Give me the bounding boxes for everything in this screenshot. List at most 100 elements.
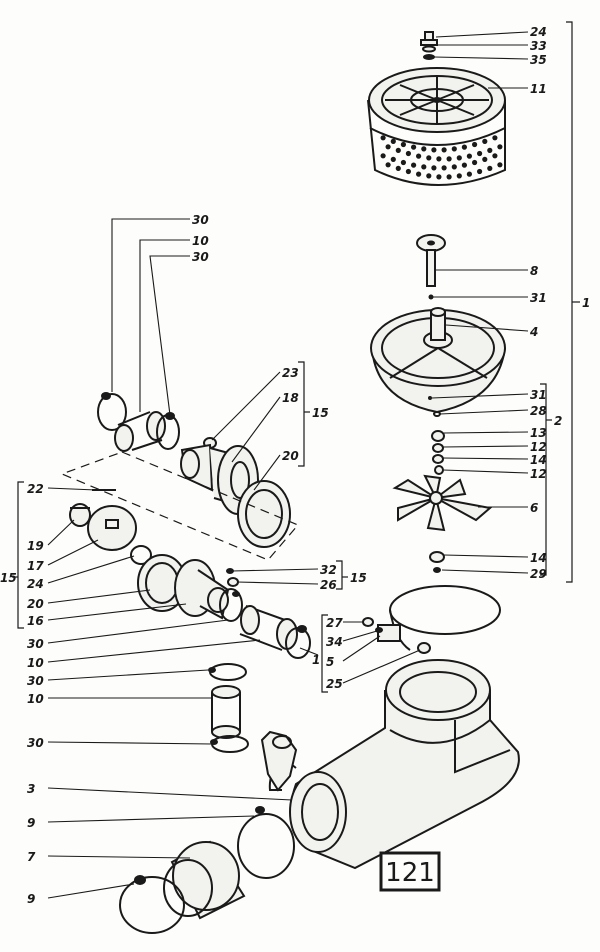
- plate-number-box: 121: [379, 851, 441, 892]
- label-14b: 14: [530, 551, 547, 565]
- perforation-hole: [441, 147, 447, 153]
- cap-bolt: [420, 31, 438, 60]
- perforation-hole: [421, 164, 427, 170]
- perforation-hole: [390, 138, 396, 144]
- perforation-hole: [400, 159, 406, 166]
- callout-labels: 24 33 35 11 8 31 4 31 28 13 12 14 12 6 1…: [0, 25, 590, 906]
- plate-number: 121: [385, 858, 435, 888]
- label-19: 19: [27, 539, 44, 553]
- label-13: 13: [530, 426, 547, 440]
- perforation-hole: [497, 162, 503, 168]
- label-6: 6: [530, 501, 538, 515]
- perforation-hole: [446, 174, 452, 180]
- perforation-hole: [395, 165, 401, 171]
- clamp-9-top: [237, 806, 295, 879]
- label-26: 26: [320, 578, 337, 592]
- group-label-15c: 15: [350, 571, 367, 585]
- perforation-hole: [421, 146, 427, 152]
- group-label-2: 2: [554, 414, 562, 428]
- label-5: 5: [326, 655, 334, 669]
- perforation-hole: [492, 135, 498, 141]
- label-28: 28: [530, 404, 547, 418]
- label-34: 34: [326, 635, 343, 649]
- perforation-hole: [395, 147, 401, 153]
- label-30a: 30: [192, 213, 209, 227]
- group-label-15b: 15: [0, 571, 17, 585]
- label-31b: 31: [530, 388, 547, 402]
- studs-32-26: [226, 568, 239, 587]
- label-12a: 12: [530, 440, 547, 454]
- perforation-hole: [466, 153, 472, 159]
- perforation-hole: [436, 156, 442, 162]
- perforation-hole: [477, 168, 483, 175]
- perforation-hole: [405, 150, 411, 157]
- perforation-hole: [472, 159, 478, 166]
- perforation-hole: [400, 141, 406, 148]
- perforation-hole: [487, 165, 493, 171]
- perforation-hole: [390, 156, 396, 162]
- air-cleaner-body-3: [268, 659, 520, 870]
- perforation-hole: [451, 146, 457, 152]
- label-30e: 30: [27, 736, 44, 750]
- hose-10-vert: [211, 685, 241, 739]
- plate-19: [69, 503, 91, 527]
- label-9b: 9: [27, 892, 35, 906]
- perforation-hole: [416, 153, 422, 159]
- label-23: 23: [282, 366, 299, 380]
- filter-shaft-8: [416, 234, 446, 300]
- perforation-hole: [411, 144, 417, 150]
- label-16: 16: [27, 614, 44, 628]
- perforation-hole: [472, 141, 478, 148]
- label-35: 35: [530, 53, 547, 67]
- perforation-hole: [411, 162, 417, 168]
- label-30b: 30: [192, 250, 209, 264]
- perforation-hole: [456, 173, 462, 179]
- flange-plate-17: [87, 505, 137, 551]
- perforation-hole: [385, 162, 391, 168]
- ring-24: [130, 545, 152, 565]
- perforation-hole: [416, 171, 422, 177]
- clamp-30-right: [285, 625, 311, 659]
- fan-impeller-6: [392, 474, 493, 532]
- exploded-group-outline: [60, 451, 299, 561]
- label-24b: 24: [27, 577, 44, 591]
- label-20b: 20: [27, 597, 44, 611]
- label-9a: 9: [27, 816, 35, 830]
- label-25: 25: [326, 677, 343, 691]
- perforation-hole: [405, 168, 411, 175]
- hose-10-low: [239, 605, 298, 651]
- filter-cap-11: [367, 67, 506, 186]
- label-10c: 10: [27, 692, 44, 706]
- perforation-hole: [431, 165, 437, 171]
- hose-connector-elbow: [260, 730, 298, 792]
- label-32: 32: [320, 563, 337, 577]
- clamp-9-low: [119, 875, 185, 934]
- perforation-hole: [446, 156, 452, 162]
- label-20a: 20: [282, 449, 299, 463]
- label-11: 11: [530, 82, 547, 96]
- label-3: 3: [27, 782, 35, 796]
- label-33: 33: [530, 39, 547, 53]
- perforation-hole: [451, 164, 457, 170]
- perforation-hole: [466, 171, 472, 177]
- clamp-30-vert-top: [208, 663, 247, 681]
- label-24: 24: [530, 25, 547, 39]
- perforation-hole: [477, 150, 483, 157]
- label-30c: 30: [27, 637, 44, 651]
- perforation-hole: [426, 155, 432, 161]
- label-7: 7: [27, 850, 36, 864]
- perforation-hole: [431, 147, 437, 153]
- perforation-hole: [482, 156, 488, 162]
- filter-bowl-4: [370, 307, 506, 414]
- leader-lines: [47, 31, 529, 899]
- perforation-hole: [426, 173, 432, 179]
- perforation-hole: [436, 174, 442, 180]
- gasket-20-top: [237, 480, 291, 548]
- label-17: 17: [27, 559, 44, 573]
- perforation-hole: [380, 135, 386, 141]
- label-10a: 10: [192, 234, 209, 248]
- clamp-30-mid: [156, 412, 180, 450]
- label-30d: 30: [27, 674, 44, 688]
